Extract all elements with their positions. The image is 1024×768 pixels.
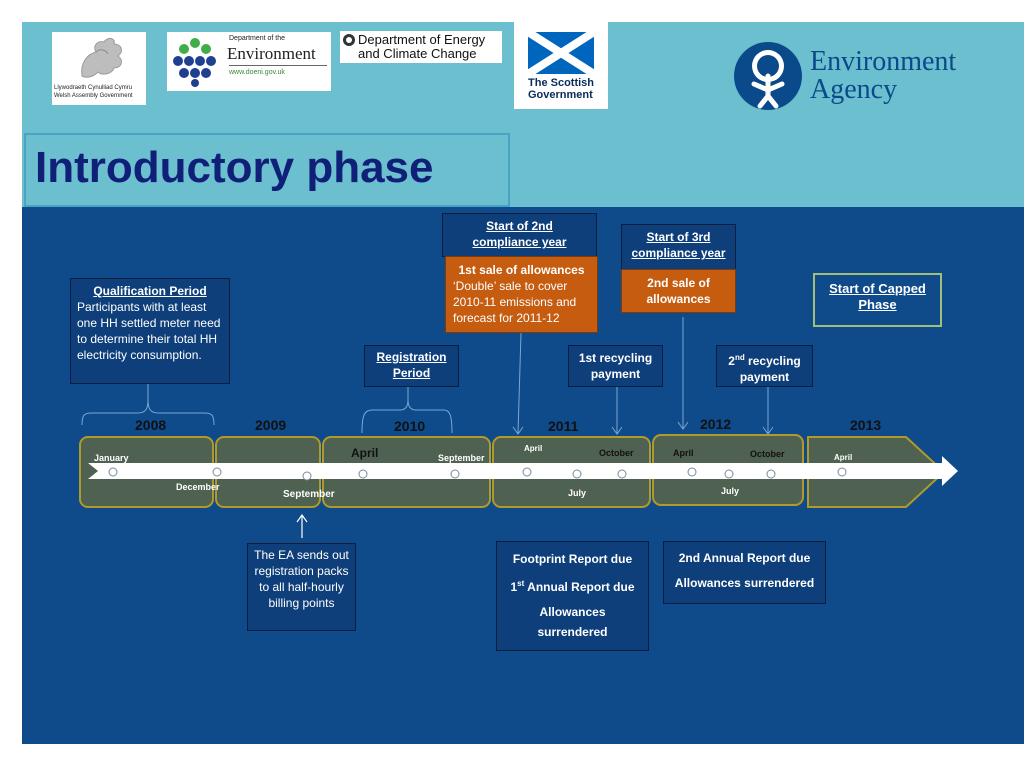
second-sale-line2: allowances [646, 292, 711, 306]
label-april-2012: April [673, 448, 694, 458]
doe-logo-name: Environment [227, 44, 316, 63]
second-annual-report-box: 2nd Annual Report due Allowances surrend… [663, 541, 826, 604]
title-frame [24, 133, 510, 207]
year-2013: 2013 [850, 417, 882, 433]
second-compliance-year-line1: Start of 2nd [486, 219, 553, 233]
label-october-2012: October [750, 449, 785, 459]
scottish-logo-line1: The Scottish [528, 77, 595, 89]
doe-logo: Department of the Environment www.doeni.… [167, 32, 331, 91]
environment-agency-logo: Environment Agency [732, 40, 992, 114]
capped-phase-line2: Phase [858, 297, 897, 312]
decc-logo: Department of Energy and Climate Change [340, 31, 502, 63]
welsh-logo-line1: Llywodraeth Cynulliad Cymru [54, 85, 133, 91]
third-compliance-year-box: Start of 3rd compliance year [621, 224, 736, 270]
first-recycling-box: 1st recycling payment [568, 345, 663, 387]
doe-logo-url: www.doeni.gov.uk [229, 69, 285, 76]
second-recycling-box: 2nd recycling payment [716, 345, 813, 387]
qualification-period-box: Qualification Period Participants with a… [70, 278, 230, 384]
second-recycling-rest: recycling [744, 354, 801, 368]
ea-sends-box: The EA sends out registration packs to a… [247, 543, 356, 631]
second-recycling-line1: 2nd recycling [717, 350, 812, 369]
second-annual-report-line2: Allowances surrendered [674, 576, 815, 590]
first-recycling-line2: payment [590, 367, 641, 381]
capped-phase-box: Start of Capped Phase [813, 273, 942, 327]
second-compliance-year-box: Start of 2nd compliance year [442, 213, 597, 257]
first-sale-box: 1st sale of allowances ‘Double’ sale to … [445, 256, 598, 333]
footprint-line2-rest: Annual Report due [524, 580, 635, 594]
second-sale-box: 2nd sale of allowances [621, 269, 736, 313]
second-compliance-year-line2: compliance year [472, 235, 567, 249]
year-2008: 2008 [135, 417, 167, 433]
footprint-line1: Footprint Report due [512, 552, 633, 566]
label-january: January [94, 453, 129, 463]
welsh-logo-line2: Welsh Assembly Government [54, 93, 133, 99]
label-april-2011: April [524, 444, 543, 453]
label-july-2012: July [721, 486, 740, 496]
label-october-2011: October [599, 448, 634, 458]
footprint-line2: 1st Annual Report due [497, 574, 648, 597]
tree-person-icon [734, 42, 802, 110]
qualification-period-title: Qualification Period [93, 284, 207, 298]
decc-logo-line1: Department of Energy [358, 32, 486, 47]
year-2011: 2011 [548, 418, 579, 434]
label-september-2010: September [438, 453, 485, 463]
footprint-line3: Allowances surrendered [537, 605, 608, 639]
second-recycling-sup: nd [734, 353, 745, 362]
first-sale-body: ‘Double’ sale to cover 2010-11 emissions… [453, 279, 577, 325]
registration-period-line2: Period [392, 366, 431, 380]
crest-icon [343, 34, 355, 46]
label-december: December [176, 482, 220, 492]
ea-logo-line1: Environment [810, 46, 957, 77]
first-recycling-line1: 1st recycling [578, 351, 653, 365]
saltire-flag-icon [528, 32, 594, 74]
footprint-line2-num: 1 [510, 580, 518, 594]
third-compliance-year-line1: Start of 3rd [646, 230, 711, 244]
footprint-line2-sup: st [517, 579, 525, 588]
third-compliance-year-line2: compliance year [631, 246, 726, 260]
scottish-government-logo: The Scottish Government [514, 22, 608, 109]
scottish-logo-line2: Government [528, 89, 593, 101]
second-sale-line1: 2nd sale of [647, 276, 710, 290]
qualification-period-body: Participants with at least one HH settle… [77, 300, 221, 362]
label-july-2011: July [568, 488, 587, 498]
label-april-2010: April [351, 446, 379, 460]
year-2009: 2009 [255, 417, 287, 433]
registration-period-box: Registration Period [364, 345, 459, 387]
decc-logo-line2: and Climate Change [358, 46, 477, 61]
label-september-2009: September [283, 489, 335, 500]
welsh-government-logo: Llywodraeth Cynulliad Cymru Welsh Assemb… [52, 32, 146, 105]
doe-logo-small: Department of the [229, 35, 286, 42]
second-recycling-num: 2 [728, 354, 735, 368]
ea-sends-text: The EA sends out registration packs to a… [254, 548, 349, 610]
dragon-icon [81, 37, 122, 78]
page-title: Introductory phase [35, 143, 434, 192]
hexagon-cluster-icon [173, 38, 216, 87]
registration-period-line1: Registration [376, 350, 447, 364]
first-sale-title: 1st sale of allowances [458, 263, 585, 277]
second-recycling-line2: payment [739, 370, 790, 384]
label-april-2013: April [834, 453, 853, 462]
second-annual-report-line1: 2nd Annual Report due [678, 551, 811, 565]
capped-phase-line1: Start of Capped [829, 281, 926, 296]
ea-logo-line2: Agency [810, 74, 898, 105]
year-2010: 2010 [394, 418, 426, 434]
footprint-report-box: Footprint Report due 1st Annual Report d… [496, 541, 649, 651]
year-2012: 2012 [700, 416, 732, 432]
